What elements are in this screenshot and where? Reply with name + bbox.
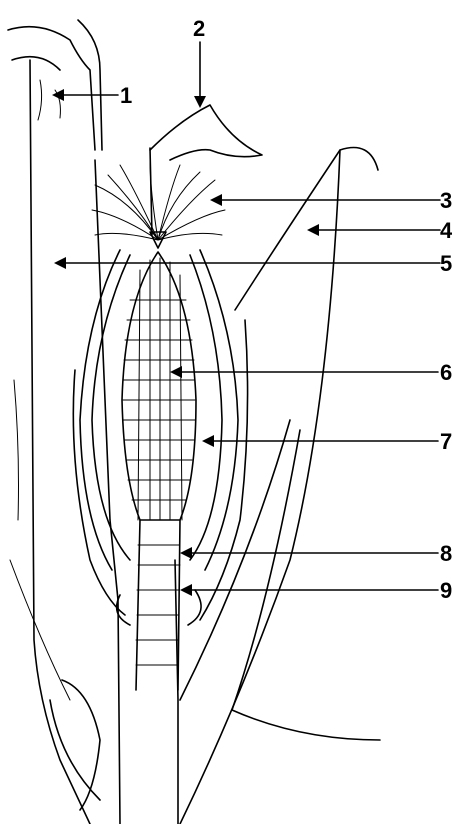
callout-2: 2 xyxy=(193,16,206,108)
label-4: 4 xyxy=(440,218,452,243)
ear-kernels xyxy=(122,252,196,520)
callout-8: 8 xyxy=(180,541,452,566)
callout-7: 7 xyxy=(202,429,452,454)
callouts: 1 2 3 4 5 6 xyxy=(52,16,452,603)
label-5: 5 xyxy=(440,251,452,276)
callout-6: 6 xyxy=(170,360,452,385)
stalk xyxy=(10,60,178,824)
label-8: 8 xyxy=(440,541,452,566)
label-6: 6 xyxy=(440,360,452,385)
silks xyxy=(92,160,225,248)
callout-3: 3 xyxy=(210,188,452,213)
callout-9: 9 xyxy=(180,578,452,603)
callout-5: 5 xyxy=(54,251,452,276)
label-3: 3 xyxy=(440,188,452,213)
shank xyxy=(117,520,201,690)
outer-leaf xyxy=(180,148,380,824)
callout-4: 4 xyxy=(307,218,452,243)
label-7: 7 xyxy=(440,429,452,454)
label-1: 1 xyxy=(120,83,132,108)
label-9: 9 xyxy=(440,578,452,603)
leaf-sheath-upper xyxy=(8,20,102,150)
label-2: 2 xyxy=(193,16,205,41)
